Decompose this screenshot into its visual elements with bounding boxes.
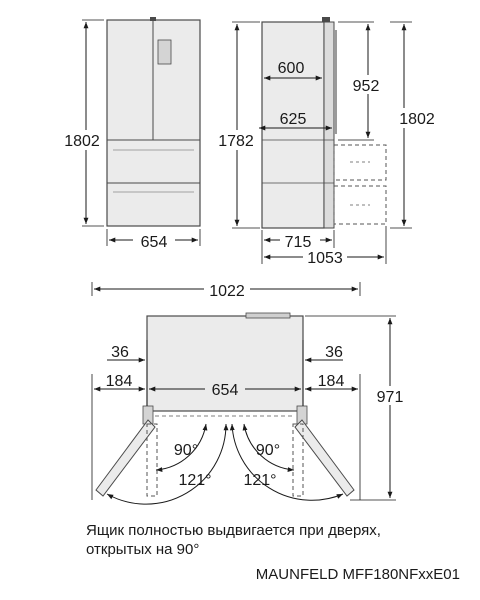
right-angle-121-label: 121° <box>243 472 276 489</box>
open-depth-label: 1053 <box>307 250 343 267</box>
left-swing-label: 184 <box>106 373 133 390</box>
left-door-open <box>95 419 156 497</box>
right-swing-label: 184 <box>318 373 345 390</box>
open-drawer-outline-1 <box>333 144 387 181</box>
total-width-label: 1022 <box>209 283 245 300</box>
depth-label: 625 <box>280 111 307 128</box>
front-view: 1802 654 <box>60 17 201 251</box>
model-label: MAUNFELD MFF180NFxxE01 <box>255 566 460 583</box>
open-depth-top-label: 971 <box>377 389 404 406</box>
drawer-note-line-2: открытых на 90° <box>86 541 200 558</box>
right-angle-121-arc <box>229 423 344 501</box>
side-view: 1782 600 625 952 1802 715 1053 <box>213 17 438 267</box>
left-gap-label: 36 <box>111 344 129 361</box>
body-width-label: 654 <box>212 382 239 399</box>
front-width-label: 654 <box>141 234 168 251</box>
top-view: 1022 36 36 184 654 184 971 <box>91 280 412 505</box>
inner-depth-label: 600 <box>278 60 305 77</box>
side-top-cap <box>322 17 330 22</box>
right-gap-label: 36 <box>325 344 343 361</box>
drawer-note-line-1: Ящик полностью выдвигается при дверях, <box>86 522 381 539</box>
dispenser-panel <box>157 39 172 65</box>
body-depth-label: 715 <box>285 234 312 251</box>
side-door-thickness <box>323 21 335 229</box>
rear-vent <box>245 312 291 319</box>
side-handle <box>334 30 337 134</box>
right-door-open <box>294 419 355 497</box>
front-height-label: 1802 <box>64 133 100 150</box>
open-drawer-outline-2 <box>333 185 387 225</box>
left-angle-121-label: 121° <box>178 472 211 489</box>
side-total-height-label: 1802 <box>399 111 435 128</box>
left-angle-121-arc <box>106 423 229 505</box>
upper-height-label: 952 <box>353 78 380 95</box>
side-body-height-label: 1782 <box>218 133 254 150</box>
drawer-note: Ящик полностью выдвигается при дверях, о… <box>86 521 381 559</box>
hinge-cap <box>150 17 156 21</box>
right-angle-90-label: 90° <box>256 442 280 459</box>
left-angle-90-label: 90° <box>174 442 198 459</box>
